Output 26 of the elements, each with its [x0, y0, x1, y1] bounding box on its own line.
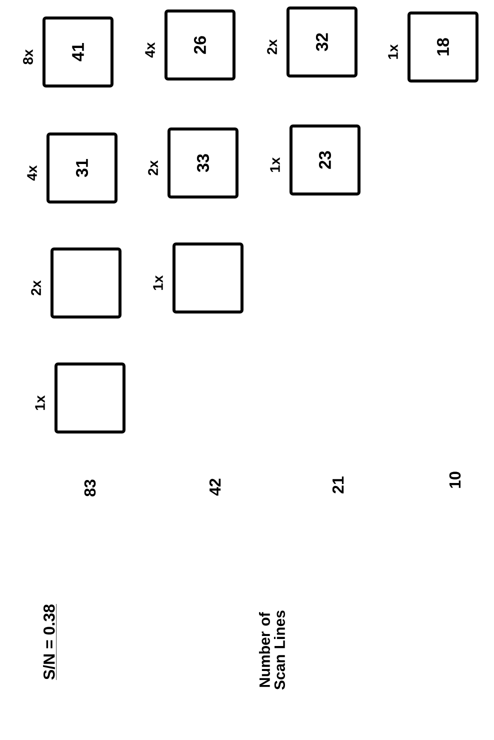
- numbered-box: 31: [46, 132, 118, 204]
- multiplier-label: 4x: [27, 165, 37, 181]
- numbered-box: 23: [290, 124, 360, 196]
- empty-box: [50, 248, 122, 318]
- axis-title: Number of Scan Lines: [259, 610, 285, 690]
- multiplier-label: 2x: [267, 39, 277, 54]
- signal-noise-ratio: S/N = 0.38: [43, 604, 57, 680]
- multiplier-label: 1x: [388, 44, 398, 59]
- multiplier-label: 1x: [270, 157, 280, 172]
- scan-line-count: 10: [449, 472, 461, 488]
- multiplier-label: 2x: [31, 280, 41, 296]
- scan-line-count: 21: [332, 476, 344, 494]
- multiplier-label: 8x: [23, 49, 33, 64]
- numbered-box: 26: [164, 10, 236, 80]
- numbered-box: 18: [408, 12, 478, 82]
- numbered-box: 41: [42, 16, 114, 88]
- multiplier-label: 2x: [148, 160, 158, 176]
- numbered-box: 33: [168, 128, 238, 198]
- scan-line-count: 83: [84, 480, 96, 496]
- numbered-box: 32: [286, 6, 358, 78]
- scan-line-count: 42: [209, 478, 221, 496]
- multiplier-label: 1x: [35, 395, 45, 410]
- empty-box: [172, 242, 244, 314]
- empty-box: [54, 362, 126, 434]
- multiplier-label: 1x: [153, 275, 163, 290]
- multiplier-label: 4x: [145, 42, 155, 58]
